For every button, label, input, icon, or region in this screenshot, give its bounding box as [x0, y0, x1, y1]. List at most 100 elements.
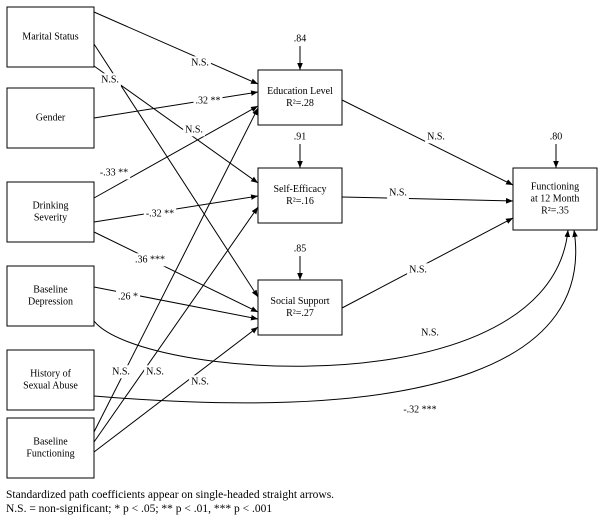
- residual-value-functioning-12: .80: [550, 131, 563, 142]
- node-label-line: Sexual Abuse: [23, 380, 78, 391]
- path-gender-to-education-level: [93, 90, 259, 119]
- coefficient-label-bg: [189, 56, 211, 70]
- coefficient-label-bg: [401, 403, 439, 417]
- coefficient-label: N.S.: [185, 124, 203, 135]
- coefficient-label: N.S.: [101, 74, 119, 85]
- coefficient-label-group: .26 *: [116, 290, 140, 304]
- coefficient-label-bg: [110, 365, 132, 379]
- labels-layer: N.S. N.S. N.S. .32 ** -.33 ** -.32 ** .36 ***.…: [97, 56, 447, 417]
- coefficient-label-bg: [116, 290, 140, 304]
- coefficient-label-bg: [133, 253, 167, 267]
- node-label-line: at 12 Month: [531, 193, 580, 204]
- coefficient-label-bg: [143, 207, 177, 221]
- path-drinking-severity-to-social-support: [93, 231, 259, 313]
- coefficient-label: -.33 **: [100, 167, 128, 178]
- node-label-line: Functioning: [531, 181, 579, 192]
- path-marital-status-to-education-level: [93, 11, 259, 85]
- residuals-layer: .84 .91 .85 .80: [294, 33, 563, 280]
- node-box: [257, 167, 343, 224]
- node-label-line: Social Support: [270, 296, 329, 307]
- node-box: [257, 69, 343, 126]
- coefficient-label-bg: [419, 326, 441, 340]
- coefficient-label-group: -.32 **: [143, 207, 177, 221]
- coefficient-label-group: .36 ***: [133, 253, 167, 267]
- node-label-line: R²=.16: [286, 196, 314, 207]
- coefficient-label-bg: [193, 94, 223, 108]
- coefficient-label-group: .32 **: [193, 94, 223, 108]
- coefficient-label: N.S.: [146, 366, 164, 377]
- residual-value-self-efficacy: .91: [294, 131, 307, 142]
- node-label-line: Severity: [34, 212, 67, 223]
- coefficient-label-bg: [407, 263, 429, 277]
- coefficient-label: N.S.: [112, 366, 130, 377]
- coefficient-label-group: N.S.: [387, 186, 409, 200]
- coefficient-label: .32 **: [196, 95, 221, 106]
- node-box: [6, 181, 95, 243]
- coefficient-label-group: N.S.: [189, 375, 211, 389]
- coefficient-label: N.S.: [427, 131, 445, 142]
- caption-line-2: N.S. = non-significant; * p < .05; ** p …: [6, 503, 273, 515]
- figure-caption: Standardized path coefficients appear on…: [6, 488, 596, 516]
- coefficient-label-group: N.S.: [407, 263, 429, 277]
- coefficient-label: -.32 **: [146, 208, 174, 219]
- path-baseline-functioning-to-social-support: [93, 326, 259, 453]
- coefficient-label: .26 *: [118, 291, 138, 302]
- node-gender: Gender: [6, 87, 95, 149]
- coefficient-label-group: N.S.: [419, 326, 441, 340]
- caption-line-1: Standardized path coefficients appear on…: [6, 489, 335, 501]
- coefficient-label-group: -.33 **: [97, 166, 131, 180]
- node-label-line: Education Level: [267, 86, 333, 97]
- coefficient-label-bg: [425, 130, 447, 144]
- coefficient-label-bg: [189, 375, 211, 389]
- coefficient-label-group: N.S.: [425, 130, 447, 144]
- node-label-line: R²=.28: [286, 98, 314, 109]
- node-box: [512, 167, 598, 231]
- node-label-line: R²=.27: [286, 308, 314, 319]
- coefficient-label: N.S.: [409, 264, 427, 275]
- coefficient-label-group: N.S.: [99, 73, 121, 87]
- coefficient-label: N.S.: [421, 327, 439, 338]
- coefficient-label-group: N.S.: [189, 56, 211, 70]
- path-baseline-functioning-to-self-efficacy: [93, 206, 259, 443]
- node-label-line: R²=.35: [541, 205, 569, 216]
- node-label-line: Marital Status: [22, 31, 78, 42]
- residual-value-social-support: .85: [294, 243, 307, 254]
- node-label-line: Gender: [36, 112, 66, 123]
- path-baseline-depression-to-functioning-12: [89, 229, 571, 367]
- coefficient-label: N.S.: [191, 376, 209, 387]
- node-label-line: Self-Efficacy: [273, 184, 326, 195]
- path-drinking-severity-to-education-level: [93, 105, 259, 199]
- node-box: [6, 417, 95, 479]
- node-box: [6, 6, 95, 68]
- path-marital-status-to-self-efficacy: [93, 65, 259, 184]
- node-box: [6, 349, 95, 411]
- nodes-layer: Marital StatusGenderDrinkingSeverityBase…: [6, 6, 598, 479]
- node-marital-status: Marital Status: [6, 6, 95, 68]
- coefficient-label-bg: [97, 166, 131, 180]
- coefficient-label-group: N.S.: [110, 365, 132, 379]
- coefficient-label-group: N.S.: [183, 123, 205, 137]
- residual-value-education-level: .84: [294, 33, 307, 44]
- node-label-line: Drinking: [32, 200, 68, 211]
- path-social-support-to-functioning-12: [341, 217, 514, 309]
- coefficient-label-bg: [183, 123, 205, 137]
- path-self-efficacy-to-functioning-12: [341, 196, 514, 204]
- node-label-line: Baseline: [33, 284, 68, 295]
- node-box: [6, 87, 95, 149]
- coefficient-label-group: -.32 ***: [401, 403, 439, 417]
- path-marital-status-to-social-support: [93, 43, 259, 298]
- node-box: [6, 265, 95, 327]
- node-label-line: Baseline: [33, 436, 68, 447]
- coefficient-label-bg: [99, 73, 121, 87]
- coefficient-label: -.32 ***: [403, 404, 436, 415]
- coefficient-label: N.S.: [389, 187, 407, 198]
